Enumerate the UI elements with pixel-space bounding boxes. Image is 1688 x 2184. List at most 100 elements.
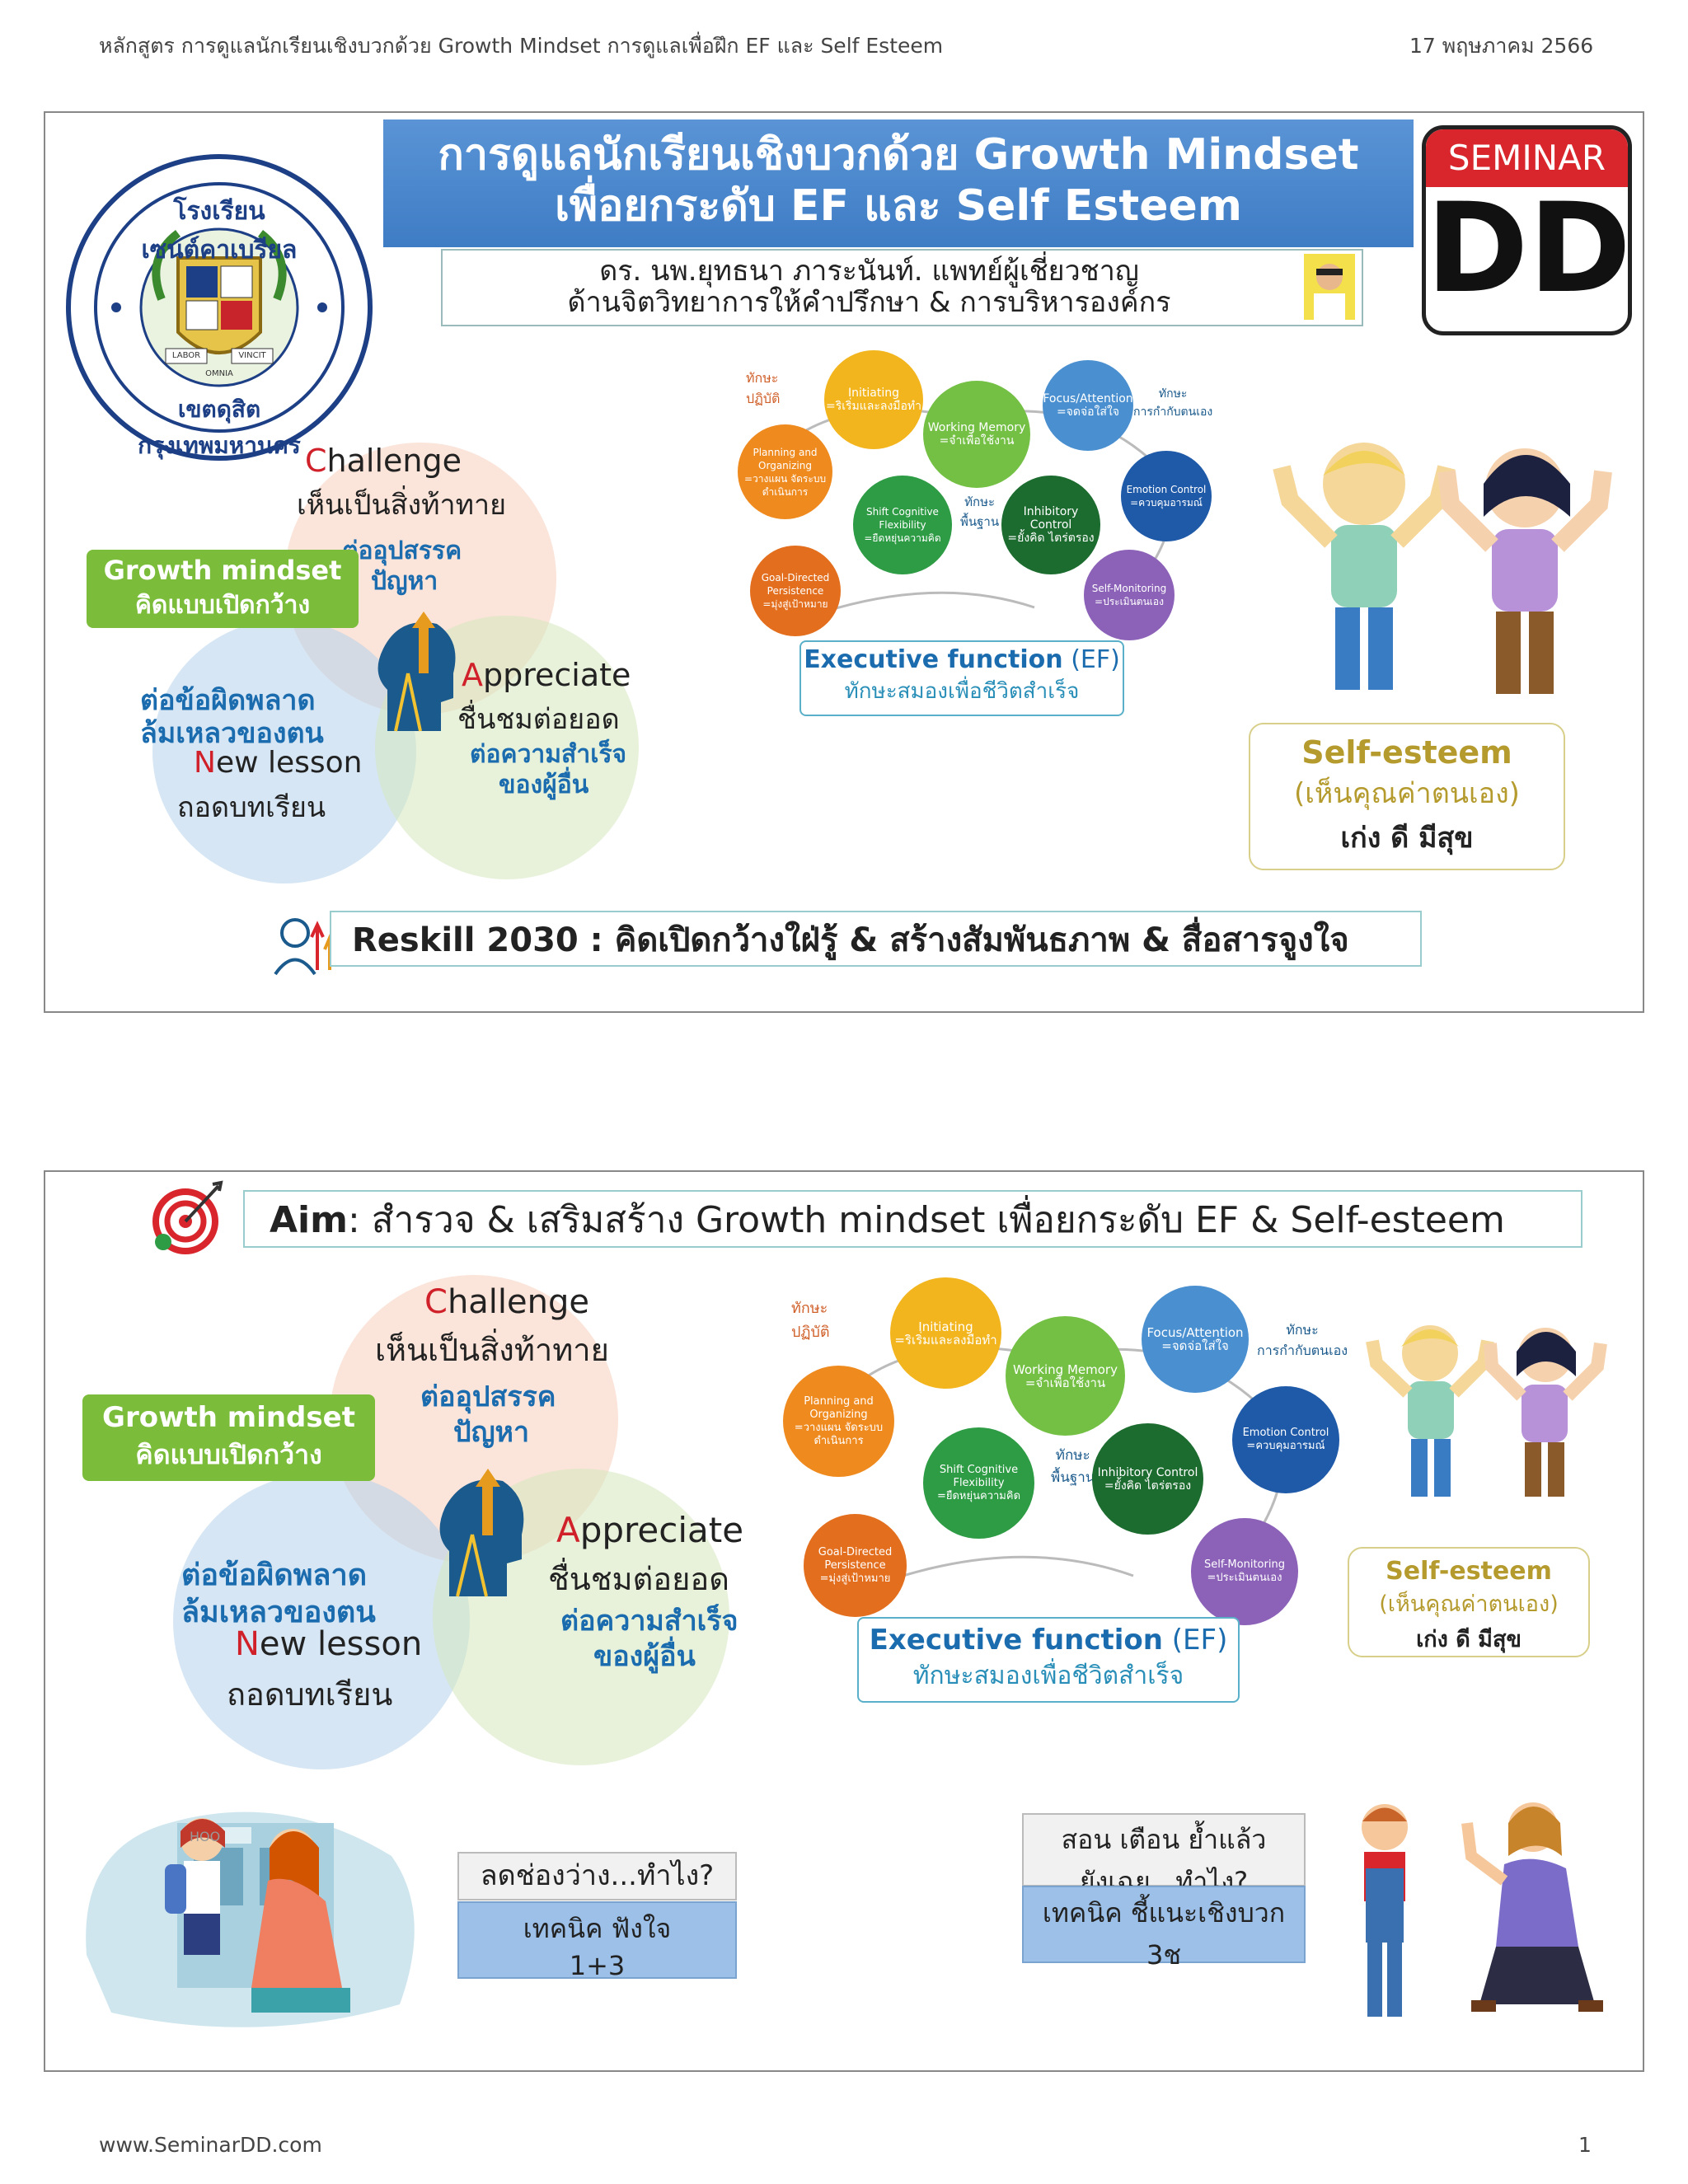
mistake-line2: ล้มเหลวของตน xyxy=(140,717,324,750)
ef-subtitle: ทักษะสมองเพื่อชีวิตสำเร็จ xyxy=(844,679,1080,704)
logo-tag-labor: LABOR xyxy=(171,351,201,360)
growth-mindset-subtitle: คิดแบบเปิดกว้าง xyxy=(134,591,311,620)
slide1-title-line1: การดูแลนักเรียนเชิงบวกด้วย Growth Mindse… xyxy=(438,130,1359,180)
ef-diagram-2: ทักษะ ปฏิบัติ ทักษะ การกำกับตนเอง ทักษะ … xyxy=(746,1271,1389,1716)
school-logo: โรงเรียนเซนต์คาเบรียล เขตดุสิต กรุงเทพมห… xyxy=(66,154,373,461)
page-header-date: 17 พฤษภาคม 2566 xyxy=(1409,34,1594,58)
logo-bottom-text: เขตดุสิต กรุงเทพมหานคร xyxy=(138,396,301,459)
success-line2: ของผู้อื่น xyxy=(593,1640,696,1673)
answer-1-line1: เทคนิค ฟังใจ xyxy=(523,1913,672,1944)
obstacle-line2: ปัญหา xyxy=(371,567,438,596)
challenge-initial: C xyxy=(424,1283,448,1321)
ef-node-inhibitory: Inhibitory Control =ยั้งคิด ไตร่ตรอง xyxy=(1001,476,1100,574)
ef-node-label: Planning and Organizing =วางแผน จัดระบบ … xyxy=(794,1394,884,1447)
ef-node-goal: Goal-Directed Persistence =มุ่งสู่เป้าหม… xyxy=(804,1514,907,1617)
challenge-initial: C xyxy=(305,443,327,479)
ef-node-label: Focus/Attention =จดจ่อใส่ใจ xyxy=(1146,1325,1244,1353)
lesson-th: ถอดบทเรียน xyxy=(177,791,326,824)
school-sign: HOO xyxy=(190,1829,221,1844)
challenge-label: Challenge xyxy=(305,443,462,479)
ef-node-label: Emotion Control =ควบคุมอารมณ์ xyxy=(1126,484,1207,509)
ef-node-shift: Shift Cognitive Flexibility =ยืดหยุ่นควา… xyxy=(853,476,952,574)
aim-bar: Aim: สำรวจ & เสริมสร้าง Growth mindset เ… xyxy=(243,1190,1582,1248)
slide-1: โรงเรียนเซนต์คาเบรียล เขตดุสิต กรุงเทพมห… xyxy=(44,111,1644,1013)
ef-node-label: Shift Cognitive Flexibility =ยืดหยุ่นควา… xyxy=(936,1463,1021,1502)
slide1-title-line2: เพื่อยกระดับ EF และ Self Esteem xyxy=(555,181,1242,231)
ef-node-emotion: Emotion Control =ควบคุมอารมณ์ xyxy=(1121,451,1212,541)
ef-node-initiating: Initiating =ริเริ่มและลงมือทำ xyxy=(824,350,923,449)
logo-tag-omnia: OMNIA xyxy=(205,369,233,378)
appreciate-initial: A xyxy=(462,657,483,693)
ef-node-self-monitoring: Self-Monitoring =ประเมินตนเอง xyxy=(1191,1518,1298,1625)
mistake-line2: ล้มเหลวของตน xyxy=(181,1596,376,1629)
self-esteem-subtitle: (เห็นคุณค่าตนเอง) xyxy=(1294,777,1520,810)
ef-node-planning: Planning and Organizing =วางแผน จัดระบบ … xyxy=(783,1366,894,1477)
growth-mindset-venn-2: Challenge เห็นเป็นสิ่งท้าทาย ต่ออุปสรรค … xyxy=(78,1275,787,1868)
strong-kids-icon xyxy=(1273,443,1612,694)
aim-label: Aim xyxy=(270,1199,348,1241)
growth-mindset-title: Growth mindset xyxy=(103,555,342,586)
ef-node-planning: Planning and Organizing =วางแผน จัดระบบ … xyxy=(738,424,832,519)
footer-website[interactable]: www.SeminarDD.com xyxy=(99,2133,322,2157)
ef-node-working-memory: Working Memory =จำเพื่อใช้งาน xyxy=(1006,1316,1125,1436)
success-line1: ต่อความสำเร็จ xyxy=(470,740,627,769)
question-box-1: ลดช่องว่าง...ทำไง? xyxy=(457,1852,737,1900)
person-portrait-icon xyxy=(1314,264,1345,320)
author-line1: ดร. นพ.ยุทธนา ภาระนันท์. แพทย์ผู้เชี่ยวช… xyxy=(599,255,1139,288)
answer-2-line2: 3ช xyxy=(1146,1939,1182,1971)
author-box: ดร. นพ.ยุทธนา ภาระนันท์. แพทย์ผู้เชี่ยวช… xyxy=(441,249,1363,326)
head-growth-icon xyxy=(377,612,456,732)
author-line2: ด้านจิตวิทยาการให้คำปรึกษา & การบริหารอง… xyxy=(567,286,1171,319)
appreciate-th: ชื่นชมต่อยอด xyxy=(457,703,620,736)
answer-box-1: เทคนิค ฟังใจ 1+3 xyxy=(457,1901,737,1981)
growth-mindset-box: Growth mindset คิดแบบเปิดกว้าง xyxy=(87,550,359,628)
question-box-2: สอน เตือน ย้ำแล้ว ยังเฉย...ทำไง? xyxy=(1022,1813,1306,1897)
ef-title-box: Executive function (EF) ทักษะสมองเพื่อชี… xyxy=(857,1617,1240,1703)
challenge-rest: hallenge xyxy=(326,443,462,479)
self-skill-label: ทักษะ การกำกับตนเอง xyxy=(1257,1322,1348,1358)
ef-node-label: Working Memory =จำเพื่อใช้งาน xyxy=(1013,1361,1118,1390)
ef-node-label: Working Memory =จำเพื่อใช้งาน xyxy=(927,421,1026,448)
new-lesson-label: New lesson xyxy=(235,1625,422,1663)
ef-node-label: Self-Monitoring =ประเมินตนเอง xyxy=(1204,1558,1285,1584)
appreciate-rest: ppreciate xyxy=(579,1510,744,1550)
ef-node-label: Self-Monitoring =ประเมินตนเอง xyxy=(1091,583,1167,607)
ef-title-line: Executive function (EF) xyxy=(801,642,1123,674)
ef-node-self-monitoring: Self-Monitoring =ประเมินตนเอง xyxy=(1084,550,1175,640)
school-crest-icon xyxy=(94,182,345,433)
new-initial: N xyxy=(235,1625,260,1663)
ef-title-line: Executive function (EF) xyxy=(859,1619,1238,1657)
growth-mindset-subtitle: คิดแบบเปิดกว้าง xyxy=(135,1439,322,1470)
answer-box-2: เทคนิค ชี้แนะเชิงบวก 3ช xyxy=(1022,1886,1306,1971)
slide1-title-banner: การดูแลนักเรียนเชิงบวกด้วย Growth Mindse… xyxy=(383,120,1414,247)
self-esteem-title: Self-esteem xyxy=(1386,1557,1552,1586)
ef-node-label: Initiating =ริเริ่มและลงมือทำ xyxy=(825,387,922,413)
base-skill-label: ทักษะ พื้นฐาน xyxy=(960,494,1000,529)
ef-node-label: Inhibitory Control =ยั้งคิด ไตร่ตรอง xyxy=(1007,505,1095,545)
guiding-child-icon xyxy=(1362,1802,1603,2017)
aim-text: : สำรวจ & เสริมสร้าง Growth mindset เพื่… xyxy=(347,1199,1505,1241)
target-icon xyxy=(152,1180,223,1254)
mother-child-school-icon xyxy=(86,1811,415,2027)
venn-circle-new-lesson xyxy=(152,620,416,883)
growth-mindset-box: Growth mindset คิดแบบเปิดกว้าง xyxy=(82,1394,375,1481)
mistake-line1: ต่อข้อผิดพลาด xyxy=(140,684,316,717)
kids-illustration-2 xyxy=(1343,1312,1624,1502)
ef-node-focus: Focus/Attention =จดจ่อใส่ใจ xyxy=(1142,1286,1249,1393)
success-line2: ของผู้อื่น xyxy=(499,771,589,799)
mother-daughter-illustration: HOO xyxy=(78,1749,424,2037)
obstacle-line2: ปัญหา xyxy=(453,1416,530,1449)
seminar-dd-logo: SEMINAR DD xyxy=(1422,125,1632,335)
head-ladder-illustration xyxy=(424,1465,540,1605)
ef-node-shift: Shift Cognitive Flexibility =ยืดหยุ่นควา… xyxy=(923,1427,1034,1539)
logo-tag-vincit: VINCIT xyxy=(238,351,266,360)
new-initial: N xyxy=(194,746,216,780)
success-line1: ต่อความสำเร็จ xyxy=(560,1605,738,1638)
self-esteem-tagline: เก่ง ดี มีสุข xyxy=(1416,1627,1522,1652)
ef-node-initiating: Initiating =ริเริ่มและลงมือทำ xyxy=(890,1277,1001,1389)
obstacle-line1: ต่ออุปสรรค xyxy=(420,1380,556,1413)
practice-skill-label: ทักษะ ปฏิบัติ xyxy=(746,370,781,406)
appreciate-rest: ppreciate xyxy=(483,657,631,693)
ef-title-abbr: (EF) xyxy=(1171,1624,1228,1657)
self-esteem-box-2: Self-esteem (เห็นคุณค่าตนเอง) เก่ง ดี มี… xyxy=(1348,1547,1590,1657)
